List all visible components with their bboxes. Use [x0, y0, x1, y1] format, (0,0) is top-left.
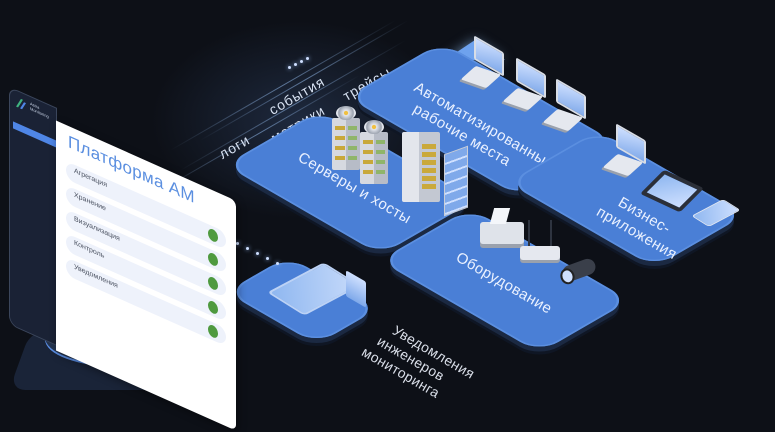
notification-flow-dot [256, 252, 259, 255]
notification-flow-dot [276, 262, 279, 265]
platform-sidebar: Astra Monitoring [10, 88, 57, 345]
rack-door-icon [444, 145, 468, 217]
feature-label: Агрегация [74, 167, 108, 190]
printer-icon [480, 208, 524, 244]
notification-flow-dot [246, 247, 249, 250]
status-ok-icon [208, 323, 218, 340]
platform-panel: Astra Monitoring Платформа АМ Агрегация … [10, 88, 240, 431]
status-ok-icon [208, 299, 218, 316]
stream-dot [294, 63, 297, 66]
server-icon [360, 120, 388, 184]
brand-name: Astra Monitoring [30, 100, 49, 120]
rack-icon [402, 132, 440, 202]
notification-flow-dot [236, 242, 239, 245]
stream-dot [306, 57, 309, 60]
notifications-label: Уведомления инженеров мониторинга [359, 322, 478, 401]
stream-dot [300, 60, 303, 63]
router-icon [520, 220, 560, 260]
feature-label: Контроль [74, 239, 105, 261]
notification-flow-dot [266, 257, 269, 260]
server-icon [332, 106, 360, 170]
brand-logo-icon [16, 98, 26, 110]
stream-dot [288, 66, 291, 69]
status-ok-icon [208, 275, 218, 292]
monitoring-architecture-diagram: логи события метрики трейсы Автоматизиро… [9, 20, 746, 431]
status-ok-icon [208, 251, 218, 268]
status-ok-icon [208, 227, 218, 244]
